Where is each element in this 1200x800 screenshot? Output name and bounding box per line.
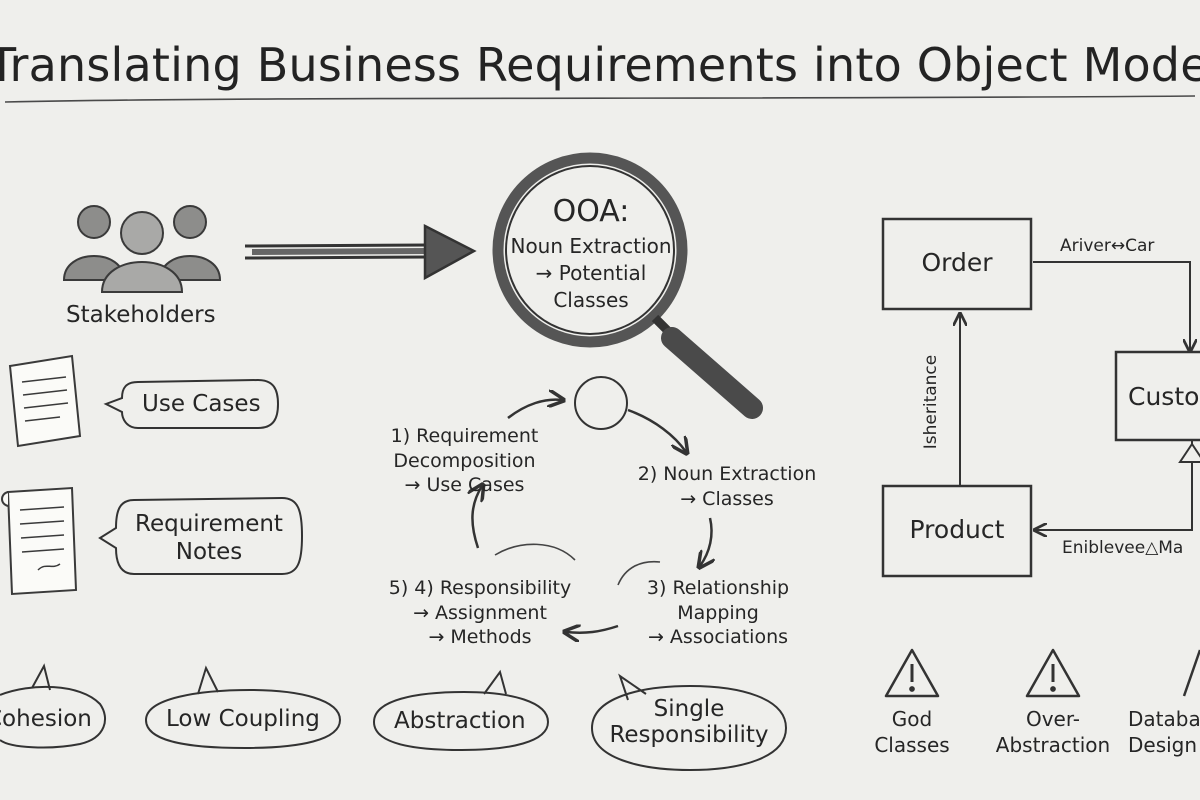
class-order: Order [921,248,993,277]
relation-top-label: Ariver↔Car [1060,236,1155,256]
cycle-step-1-line-1: 1) Requirement [390,425,539,447]
principle-bubbles [0,663,788,772]
cycle-step-2-line-2: → Classes [680,487,774,510]
ooa-text: OOA: Noun Extraction → Potential Classes [506,192,676,314]
principle-low-coupling: Low Coupling [166,706,320,732]
class-customer: Customer [1128,382,1200,411]
ooa-line-3: Classes [553,287,629,312]
cycle-step-2: 2) Noun Extraction → Classes [632,462,822,511]
cycle-step-1-line-2: Decomposition [393,449,536,472]
requirement-notes-label: Requirement Notes [135,511,283,566]
cycle-step-1-line-3: → Use Cases [404,474,525,497]
relation-side-label: Isheritance [921,354,942,450]
ooa-line-1: Noun Extraction [510,233,672,258]
use-cases-bubble [103,378,280,429]
object-model-boxes [881,217,1200,578]
magnifier-icon [492,152,763,419]
cycle-step-45-line-3: → Methods [428,626,532,649]
relation-bottom-label: Eniblevee△Ma [1062,538,1184,558]
cycle-step-3-line-2: Mapping [677,601,759,624]
arrow-to-ooa [244,223,477,281]
stakeholders-icon [62,205,222,293]
cycle-step-45-line-2: → Assignment [413,601,547,624]
ooa-heading: OOA: [552,194,630,229]
title-underline [4,95,1196,103]
warning-icons [884,648,1200,698]
cycle-step-4-5: 5) 4) Responsibility → Assignment → Meth… [376,576,584,650]
pitfall-over-abstraction: Over-Abstraction [995,707,1111,757]
ooa-line-2: → Potential [535,260,647,285]
page-title: Translating Business Requirements into O… [0,38,1200,92]
pitfall-database-design: Database Design [1128,707,1200,757]
requirement-scroll-icon [1,486,78,596]
class-product: Product [909,515,1005,544]
cycle-step-3-line-3: → Associations [647,626,789,649]
use-cases-label: Use Cases [142,391,261,417]
stakeholders-label: Stakeholders [66,302,216,328]
principle-cohesion: Cohesion [0,706,92,732]
cycle-step-3: 3) Relationship Mapping → Associations [634,576,802,650]
cycle-arrows [472,400,711,633]
cycle-center-circle [574,376,628,430]
object-model-relations [960,261,1200,530]
requirement-notes-bubble [98,496,304,575]
cycle-step-3-line-1: 3) Relationship [646,577,790,599]
cycle-step-45-line-1: 5) 4) Responsibility [388,577,572,599]
principle-single-responsibility: Single Responsibility [609,696,769,749]
principle-abstraction: Abstraction [394,708,526,734]
cycle-step-2-line-1: 2) Noun Extraction [637,463,817,485]
cycle-step-1: 1) Requirement Decomposition → Use Cases [382,424,547,498]
pitfall-god-classes: God Classes [874,707,950,757]
cycle-step-arcs [494,543,661,586]
use-cases-doc-icon [8,354,82,448]
